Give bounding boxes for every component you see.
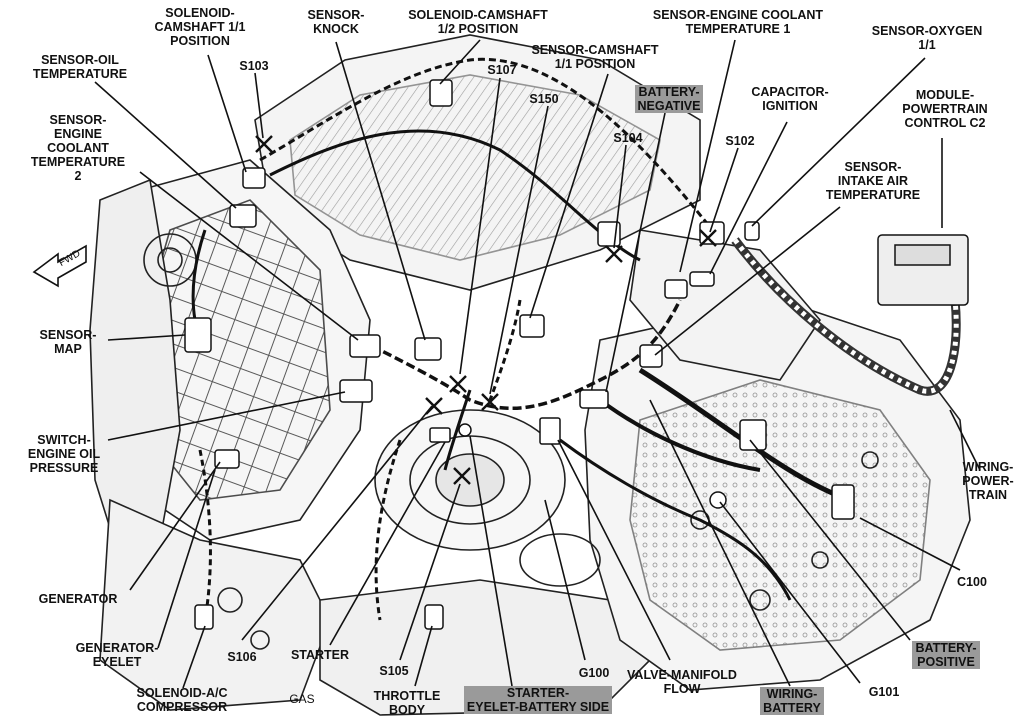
battery-negative-highlight: BATTERY- NEGATIVE (634, 85, 704, 113)
label-sensor-coolant-2: SENSOR- ENGINE COOLANT TEMPERATURE 2 (30, 113, 126, 183)
label-gas: GAS (289, 692, 315, 706)
label-s150: S150 (529, 92, 559, 106)
label-g100: G100 (578, 666, 610, 680)
engine-block (89, 34, 971, 716)
components (184, 79, 969, 630)
label-sensor-map: SENSOR- MAP (39, 328, 97, 356)
label-c100: C100 (957, 575, 987, 589)
label-starter-eyelet-battery-side: STARTER- EYELET-BATTERY SIDE (450, 686, 626, 714)
label-capacitor-ignition: CAPACITOR- IGNITION (751, 85, 829, 113)
label-s102: S102 (725, 134, 755, 148)
label-generator: GENERATOR (38, 592, 118, 606)
label-throttle-body: THROTTLE BODY (373, 689, 441, 717)
label-sensor-oxygen: SENSOR-OXYGEN 1/1 (871, 24, 983, 52)
label-generator-eyelet: GENERATOR- EYELET (75, 641, 159, 669)
label-switch-engine-oil-pressure: SWITCH- ENGINE OIL PRESSURE (27, 433, 101, 475)
label-sensor-knock: SENSOR- KNOCK (307, 8, 365, 36)
wiring-battery-highlight: WIRING- BATTERY (760, 687, 824, 715)
label-solenoid-camshaft-1-2: SOLENOID-CAMSHAFT 1/2 POSITION (408, 8, 548, 36)
starter-eyelet-highlight: STARTER- EYELET-BATTERY SIDE (463, 686, 613, 714)
label-wiring-powertrain: WIRING- POWER- TRAIN (962, 460, 1014, 502)
label-s106: S106 (227, 650, 257, 664)
label-battery-positive: BATTERY- POSITIVE (900, 641, 992, 669)
fwd-arrow-icon (32, 244, 87, 288)
label-s104: S104 (613, 131, 643, 145)
label-s107: S107 (487, 63, 517, 77)
splice-markers (255, 135, 717, 485)
label-battery-negative: BATTERY- NEGATIVE (628, 85, 710, 113)
battery-positive-highlight: BATTERY- POSITIVE (912, 641, 980, 669)
leader-lines (94, 39, 981, 689)
label-solenoid-ac-compressor: SOLENOID-A/C COMPRESSOR (136, 686, 228, 714)
label-g101: G101 (868, 685, 900, 699)
label-solenoid-camshaft-1-1: SOLENOID- CAMSHAFT 1/1 POSITION (154, 6, 246, 48)
label-starter: STARTER (290, 648, 350, 662)
label-sensor-camshaft-1-1: SENSOR-CAMSHAFT 1/1 POSITION (531, 43, 659, 71)
label-sensor-oil-temperature: SENSOR-OIL TEMPERATURE (32, 53, 128, 81)
label-s103: S103 (239, 59, 269, 73)
label-sensor-intake-air-temperature: SENSOR- INTAKE AIR TEMPERATURE (825, 160, 921, 202)
label-valve-manifold-flow: VALVE-MANIFOLD FLOW (627, 668, 737, 696)
label-sensor-coolant-1: SENSOR-ENGINE COOLANT TEMPERATURE 1 (652, 8, 824, 36)
label-s105: S105 (379, 664, 409, 678)
label-wiring-battery: WIRING- BATTERY (752, 687, 832, 715)
label-module-powertrain-control: MODULE- POWERTRAIN CONTROL C2 (902, 88, 988, 130)
